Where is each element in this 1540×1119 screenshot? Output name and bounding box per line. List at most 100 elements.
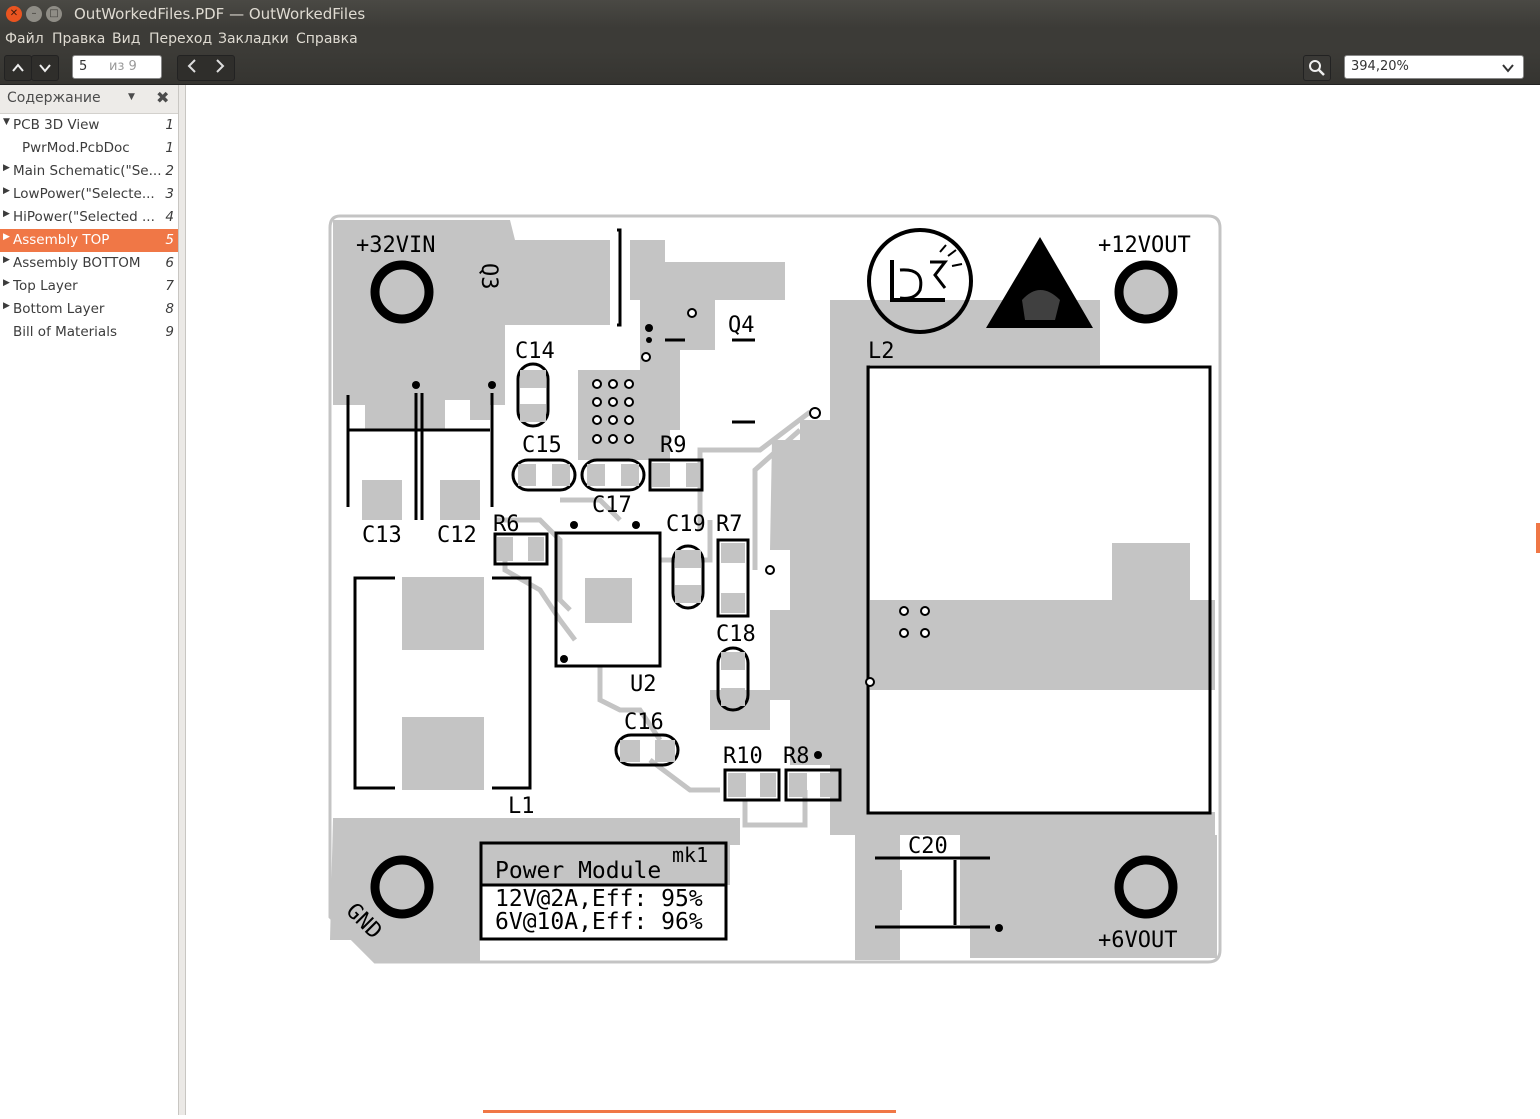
pads <box>497 370 836 797</box>
zoom-value: 394,20% <box>1351 59 1409 74</box>
label-c18: C18 <box>716 622 756 647</box>
search-button[interactable] <box>1303 55 1331 81</box>
company-logo <box>867 228 973 334</box>
menu-edit[interactable]: Правка <box>52 31 106 47</box>
sidebar-splitter[interactable] <box>179 85 186 1115</box>
menu-file[interactable]: Файл <box>5 31 44 47</box>
toc-item[interactable]: ▶ Assembly BOTTOM 6 <box>0 252 178 275</box>
silk-labels: +32VIN +12VOUT +6VOUT GND Q3 Q4 L2 L1 C1… <box>341 233 1191 953</box>
collapsed-icon[interactable]: ▶ <box>3 232 10 242</box>
toc-item[interactable]: Bill of Materials 9 <box>0 321 178 344</box>
toc-item[interactable]: ▶ LowPower("Selecte... 3 <box>0 183 178 206</box>
document-view[interactable]: +32VIN +12VOUT +6VOUT GND Q3 Q4 L2 L1 C1… <box>186 85 1540 1115</box>
toc-page: 7 <box>165 278 174 294</box>
menu-help[interactable]: Справка <box>296 31 358 47</box>
silkscreen <box>346 228 1212 941</box>
info-title: Power Module <box>495 858 661 884</box>
toc-label: HiPower("Selected ... <box>13 209 155 225</box>
sidebar: Содержание ▼ ✖ ▼ PCB 3D View 1 PwrMod.Pc… <box>0 85 179 1115</box>
toc-page: 9 <box>165 324 174 340</box>
toc-page: 3 <box>165 186 174 202</box>
sidebar-header: Содержание ▼ ✖ <box>0 85 178 114</box>
toolbar: 5 из 9 394,20% <box>0 52 1540 85</box>
toc-label: Top Layer <box>13 278 78 294</box>
toc-item-selected[interactable]: ▶ Assembly TOP 5 <box>0 229 178 252</box>
toc-item[interactable]: ▶ Top Layer 7 <box>0 275 178 298</box>
label-r10: R10 <box>723 744 763 769</box>
close-icon[interactable]: ✕ <box>6 6 22 22</box>
board-outline <box>328 214 1222 964</box>
vertical-scrollbar[interactable] <box>1536 523 1540 553</box>
chevron-down-icon <box>39 64 51 73</box>
label-vout6: +6VOUT <box>1098 928 1177 953</box>
maximize-icon[interactable]: □ <box>46 6 62 22</box>
traces <box>495 410 812 828</box>
forward-icon[interactable] <box>214 58 226 78</box>
page-total: из 9 <box>109 59 137 74</box>
via-rings <box>592 308 930 687</box>
toc-label: PCB 3D View <box>13 117 100 133</box>
label-c17: C17 <box>592 493 632 518</box>
label-r9: R9 <box>660 433 687 458</box>
zoom-select[interactable]: 394,20% <box>1344 55 1524 79</box>
label-l1: L1 <box>508 794 535 819</box>
page-current: 5 <box>79 59 88 74</box>
toc-item[interactable]: ▶ Main Schematic("Se... 2 <box>0 160 178 183</box>
back-icon[interactable] <box>186 58 198 78</box>
collapsed-icon[interactable]: ▶ <box>3 255 10 265</box>
toc-page: 2 <box>165 163 174 179</box>
toc-page: 4 <box>165 209 174 225</box>
label-r7: R7 <box>716 512 743 537</box>
toc-item[interactable]: ▶ HiPower("Selected ... 4 <box>0 206 178 229</box>
label-c15: C15 <box>522 433 562 458</box>
title-bar: ✕ – □ OutWorkedFiles.PDF — OutWorkedFile… <box>0 0 1540 28</box>
label-c20: C20 <box>908 834 948 859</box>
close-sidebar-icon[interactable]: ✖ <box>156 88 170 107</box>
history-nav <box>177 55 235 81</box>
toc-item[interactable]: ▶ Bottom Layer 8 <box>0 298 178 321</box>
label-r6: R6 <box>493 512 520 537</box>
toc-page: 5 <box>165 232 174 248</box>
collapsed-icon[interactable]: ▶ <box>3 301 10 311</box>
menu-bar: Файл Правка Вид Переход Закладки Справка <box>0 28 1540 52</box>
chevron-up-icon <box>12 63 24 72</box>
dropdown-icon[interactable]: ▼ <box>128 92 135 102</box>
info-box: Power Module mk1 12V@2A,Eff: 95% 6V@10A,… <box>495 843 708 935</box>
label-vout12: +12VOUT <box>1098 233 1191 258</box>
esd-warning-icon <box>986 237 1093 328</box>
toc-page: 1 <box>165 117 174 133</box>
collapsed-icon[interactable]: ▶ <box>3 163 10 173</box>
info-line1: 12V@2A,Eff: 95% <box>495 886 703 912</box>
info-line2: 6V@10A,Eff: 96% <box>495 909 703 935</box>
pcb-assembly-drawing: +32VIN +12VOUT +6VOUT GND Q3 Q4 L2 L1 C1… <box>328 214 1222 964</box>
toc-label: Bill of Materials <box>13 324 117 340</box>
label-c16: C16 <box>624 710 664 735</box>
label-c12: C12 <box>437 523 477 548</box>
toc-item[interactable]: ▼ PCB 3D View 1 <box>0 114 178 137</box>
sidebar-title[interactable]: Содержание <box>7 90 101 106</box>
collapsed-icon[interactable]: ▶ <box>3 209 10 219</box>
label-vin: +32VIN <box>356 233 435 258</box>
toc-item[interactable]: PwrMod.PcbDoc 1 <box>0 137 178 160</box>
label-c19: C19 <box>666 512 706 537</box>
horizontal-scrollbar[interactable] <box>483 1110 896 1113</box>
expanded-icon[interactable]: ▼ <box>3 117 10 127</box>
label-q4: Q4 <box>728 313 755 338</box>
prev-page-button[interactable] <box>4 55 32 81</box>
vias <box>412 324 1003 932</box>
menu-go[interactable]: Переход <box>149 31 213 47</box>
collapsed-icon[interactable]: ▶ <box>3 186 10 196</box>
menu-bookmarks[interactable]: Закладки <box>218 31 289 47</box>
window-title: OutWorkedFiles.PDF — OutWorkedFiles <box>74 5 366 23</box>
collapsed-icon[interactable]: ▶ <box>3 278 10 288</box>
minimize-icon[interactable]: – <box>26 6 42 22</box>
toc-page: 6 <box>165 255 174 271</box>
toc-label: Assembly TOP <box>13 232 110 248</box>
page-number-field[interactable]: 5 из 9 <box>72 55 162 79</box>
toc-label: Main Schematic("Se... <box>13 163 161 179</box>
chevron-down-icon <box>1501 58 1515 79</box>
toc-label: LowPower("Selecte... <box>13 186 155 202</box>
menu-view[interactable]: Вид <box>112 31 141 47</box>
search-icon <box>1309 60 1325 76</box>
next-page-button[interactable] <box>31 55 59 81</box>
